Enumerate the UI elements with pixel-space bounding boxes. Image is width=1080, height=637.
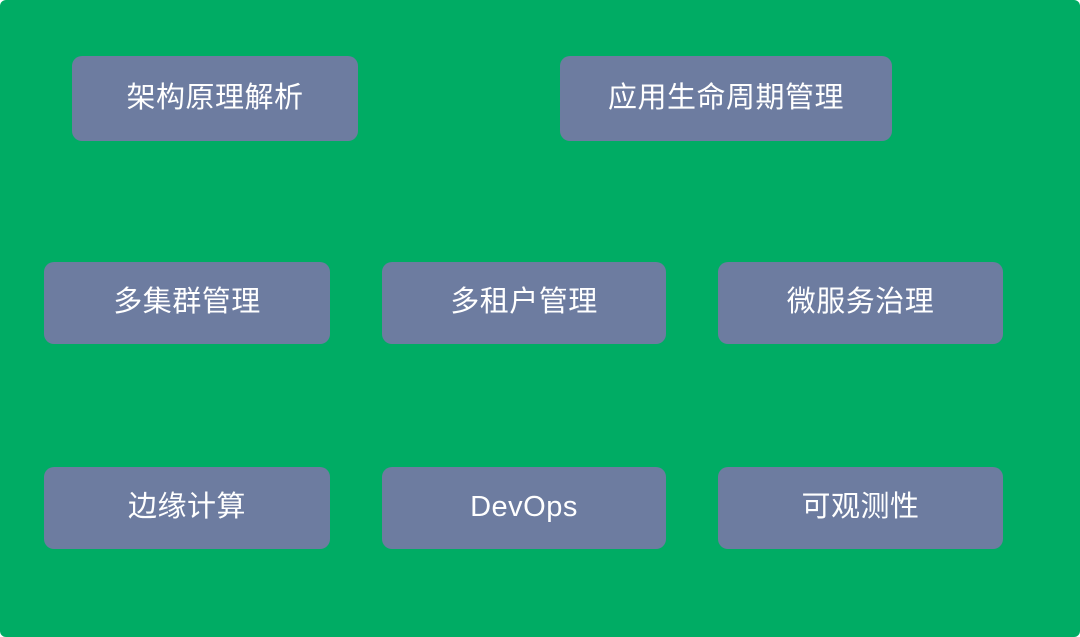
topic-card-label: 微服务治理 <box>786 286 935 319</box>
topic-card-label: 可观测性 <box>801 491 920 524</box>
topic-card-multi-cluster-management[interactable]: 多集群管理 <box>44 262 330 344</box>
topic-card-edge-computing[interactable]: 边缘计算 <box>44 467 330 549</box>
topic-card-multi-tenant-management[interactable]: 多租户管理 <box>382 262 666 344</box>
topic-card-architecture-principles[interactable]: 架构原理解析 <box>72 56 358 141</box>
topic-card-label: DevOps <box>470 491 578 524</box>
topic-card-label: 多集群管理 <box>113 286 261 319</box>
topic-card-application-lifecycle-management[interactable]: 应用生命周期管理 <box>560 56 892 141</box>
topic-card-label: 边缘计算 <box>127 491 246 524</box>
topic-card-label: 应用生命周期管理 <box>607 81 844 114</box>
topic-card-label: 架构原理解析 <box>126 81 304 114</box>
topic-card-devops[interactable]: DevOps <box>382 467 666 549</box>
topic-card-observability[interactable]: 可观测性 <box>718 467 1003 549</box>
topic-card-label: 多租户管理 <box>450 286 598 319</box>
topic-card-microservice-governance[interactable]: 微服务治理 <box>718 262 1003 344</box>
